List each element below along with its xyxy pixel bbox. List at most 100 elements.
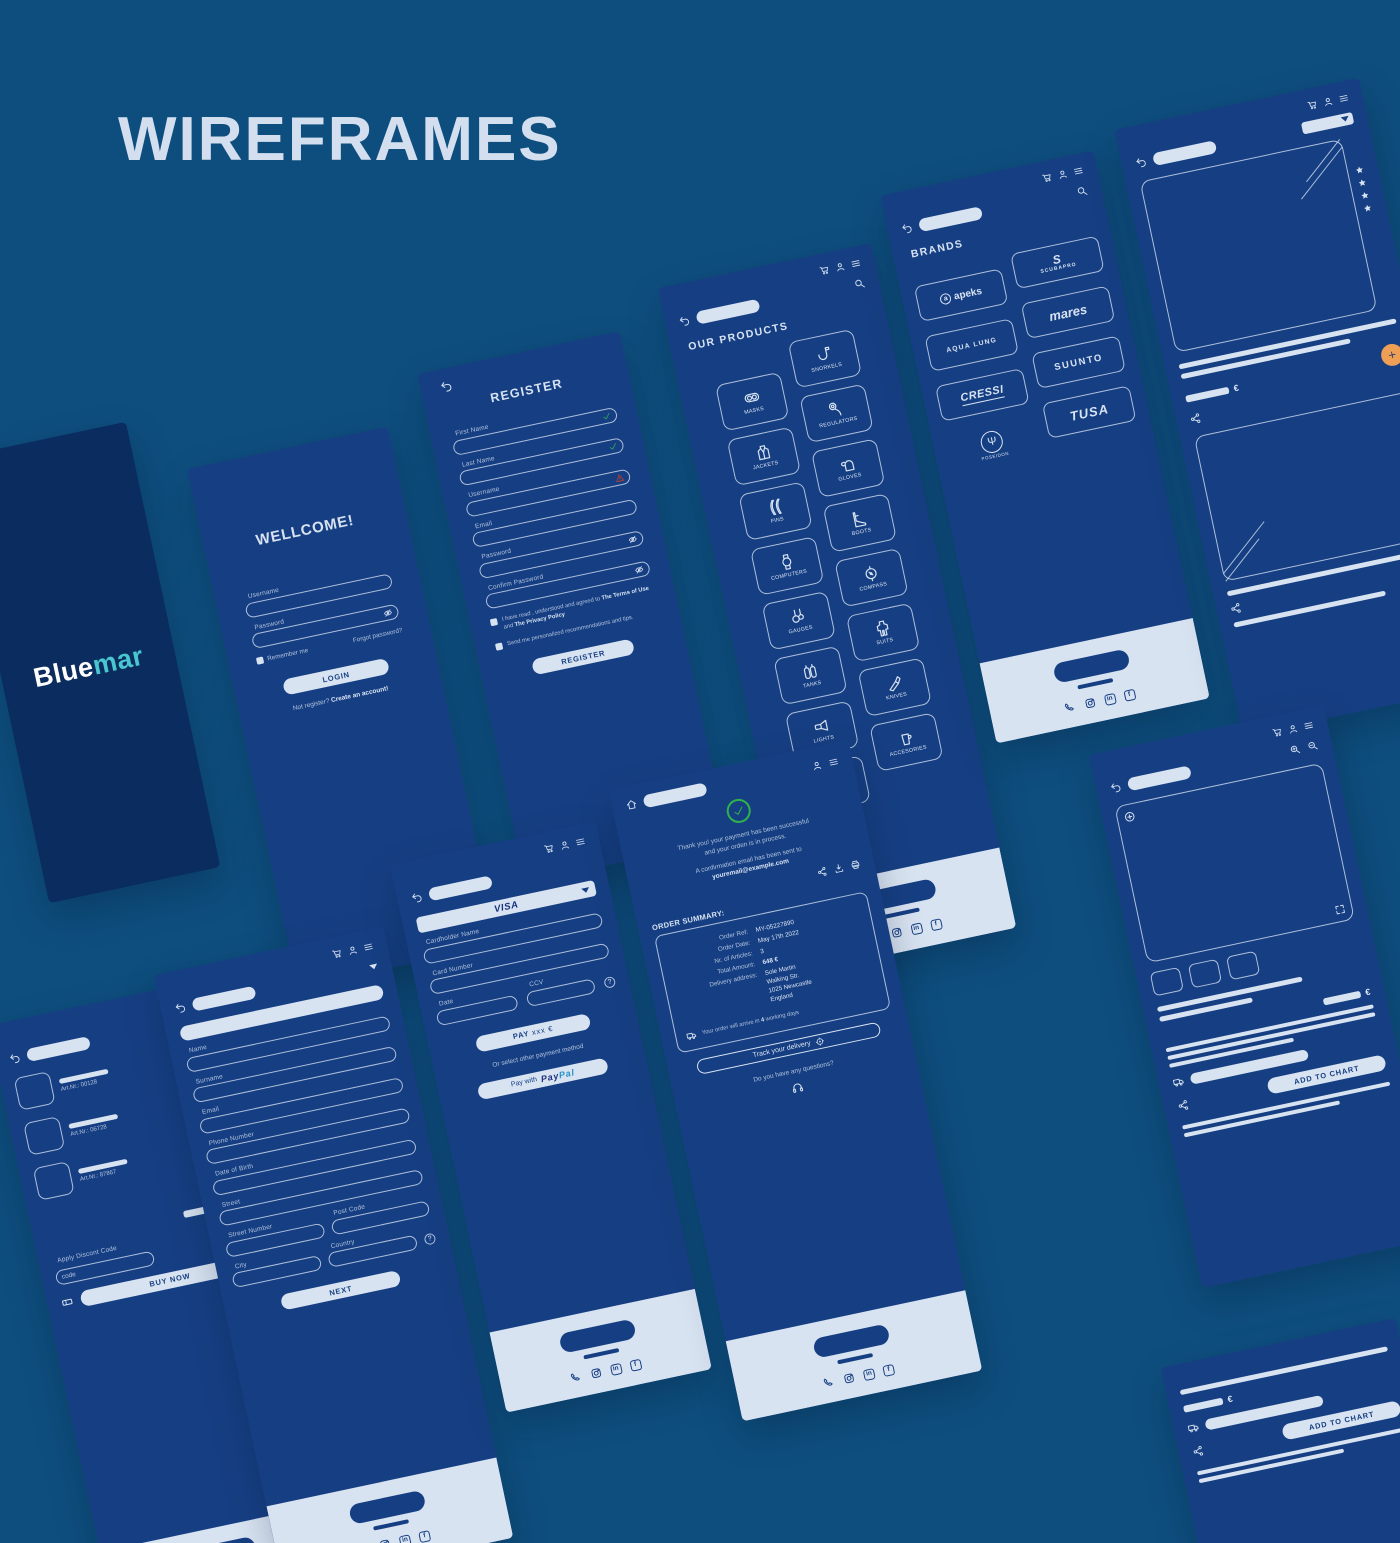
phone-icon[interactable] xyxy=(821,1376,835,1390)
user-icon[interactable] xyxy=(811,759,823,771)
menu-icon[interactable] xyxy=(850,258,862,270)
facebook-icon[interactable]: f xyxy=(1122,688,1136,702)
help-icon[interactable]: ? xyxy=(423,1232,437,1246)
menu-icon[interactable] xyxy=(828,756,840,768)
menu-icon[interactable] xyxy=(1072,165,1084,177)
user-icon[interactable] xyxy=(559,839,571,851)
search-input[interactable] xyxy=(642,782,708,809)
share-icon[interactable] xyxy=(1192,1444,1205,1457)
zoom-in-icon[interactable] xyxy=(1288,743,1301,756)
eye-toggle-icon[interactable] xyxy=(383,608,394,619)
menu-icon[interactable] xyxy=(1338,92,1350,104)
phone-icon[interactable] xyxy=(568,1371,582,1385)
category-tile-gloves[interactable]: GLOVES xyxy=(810,438,886,498)
share-icon[interactable] xyxy=(1177,1098,1190,1111)
cart-icon[interactable] xyxy=(1041,172,1053,184)
instagram-icon[interactable] xyxy=(1083,696,1097,710)
next-button[interactable]: NEXT xyxy=(280,1269,402,1311)
cart-icon[interactable] xyxy=(543,843,555,855)
category-tile-jackets[interactable]: JACKETS xyxy=(726,426,802,487)
instagram-icon[interactable] xyxy=(889,926,903,940)
category-tile-knives[interactable]: KNIVES xyxy=(857,657,932,718)
brand-tile-suunto[interactable]: SUUNTO xyxy=(1031,335,1126,390)
category-tile-compass[interactable]: COMPASS xyxy=(834,547,909,608)
category-tile-boots[interactable]: BOOTS xyxy=(822,493,897,553)
variant-dropdown[interactable] xyxy=(1300,111,1355,135)
facebook-icon[interactable]: f xyxy=(882,1363,896,1377)
ccv-help-icon[interactable]: ? xyxy=(603,975,617,989)
add-to-cart-fab[interactable] xyxy=(1379,341,1400,368)
category-tile-masks[interactable]: MASKS xyxy=(715,371,790,432)
cart-icon[interactable] xyxy=(1271,726,1283,738)
home-icon[interactable] xyxy=(625,798,638,811)
expand-icon[interactable] xyxy=(1334,903,1347,916)
search-input[interactable] xyxy=(427,875,494,902)
linkedin-icon[interactable]: in xyxy=(398,1533,412,1543)
back-icon[interactable] xyxy=(678,314,691,327)
user-icon[interactable] xyxy=(1287,723,1299,735)
user-icon[interactable] xyxy=(1322,96,1334,108)
eye-toggle-icon[interactable] xyxy=(634,564,645,575)
phone-icon[interactable] xyxy=(1062,701,1076,715)
brand-tile-tusa[interactable]: TUSA xyxy=(1041,385,1137,439)
terms-of-use-link[interactable]: The Terms of Use xyxy=(601,585,650,602)
headset-icon[interactable] xyxy=(790,1080,804,1094)
print-icon[interactable] xyxy=(850,859,862,871)
category-tile-snorkels[interactable]: SNORKELS xyxy=(787,328,863,389)
menu-icon[interactable] xyxy=(1303,720,1315,732)
chevron-down-icon[interactable] xyxy=(369,963,379,971)
forgot-password-link[interactable]: Forgot password? xyxy=(352,626,404,645)
search-icon[interactable] xyxy=(853,277,866,290)
download-icon[interactable] xyxy=(833,862,845,874)
thumbnail[interactable] xyxy=(1149,966,1184,997)
add-favorite-icon[interactable] xyxy=(1123,810,1137,824)
linkedin-icon[interactable]: in xyxy=(862,1367,876,1381)
brand-tile-mares[interactable]: mares xyxy=(1020,285,1116,340)
back-icon[interactable] xyxy=(901,222,914,235)
user-icon[interactable] xyxy=(347,944,359,956)
menu-icon[interactable] xyxy=(362,941,374,953)
category-tile-regulators[interactable]: REGULATORS xyxy=(799,383,874,444)
search-icon[interactable] xyxy=(1076,185,1089,198)
search-input[interactable] xyxy=(1152,140,1218,167)
newsletter-checkbox[interactable] xyxy=(495,642,504,651)
category-tile-computers[interactable]: COMPUTERS xyxy=(750,536,825,596)
terms-checkbox[interactable] xyxy=(489,618,499,627)
facebook-icon[interactable]: f xyxy=(628,1358,642,1372)
thumbnail[interactable] xyxy=(1225,950,1261,981)
category-tile-tanks[interactable]: TANKS xyxy=(773,645,848,706)
cart-icon[interactable] xyxy=(819,264,831,276)
share-icon[interactable] xyxy=(1229,602,1242,615)
category-tile-fins[interactable]: FINS xyxy=(738,481,813,542)
back-icon[interactable] xyxy=(439,379,453,393)
instagram-icon[interactable] xyxy=(378,1537,392,1543)
share-icon[interactable] xyxy=(816,866,828,878)
search-input[interactable] xyxy=(1126,765,1193,792)
user-icon[interactable] xyxy=(834,261,846,273)
thumbnail[interactable] xyxy=(1187,958,1223,989)
back-icon[interactable] xyxy=(1109,781,1122,794)
remember-me-checkbox[interactable]: Remember me xyxy=(255,647,309,665)
zoom-out-icon[interactable] xyxy=(1306,739,1319,752)
linkedin-icon[interactable]: in xyxy=(609,1362,623,1376)
linkedin-icon[interactable]: in xyxy=(1103,692,1117,706)
back-icon[interactable] xyxy=(174,1001,187,1014)
facebook-icon[interactable]: f xyxy=(929,917,943,931)
cart-icon[interactable] xyxy=(1307,99,1319,111)
back-icon[interactable] xyxy=(1135,156,1148,169)
facebook-icon[interactable]: f xyxy=(418,1529,432,1543)
register-button[interactable]: REGISTER xyxy=(530,638,636,676)
search-input[interactable] xyxy=(191,985,257,1012)
eye-toggle-icon[interactable] xyxy=(627,534,638,545)
instagram-icon[interactable] xyxy=(842,1371,856,1385)
menu-icon[interactable] xyxy=(575,836,587,848)
search-input[interactable] xyxy=(695,298,761,325)
category-tile-suits[interactable]: SUITS xyxy=(845,602,921,663)
brand-tile-aqualung[interactable]: AQUA LUNG xyxy=(924,318,1019,372)
back-icon[interactable] xyxy=(410,891,423,904)
instagram-icon[interactable] xyxy=(589,1366,603,1380)
category-tile-gauges[interactable]: GAUGES xyxy=(761,590,836,651)
